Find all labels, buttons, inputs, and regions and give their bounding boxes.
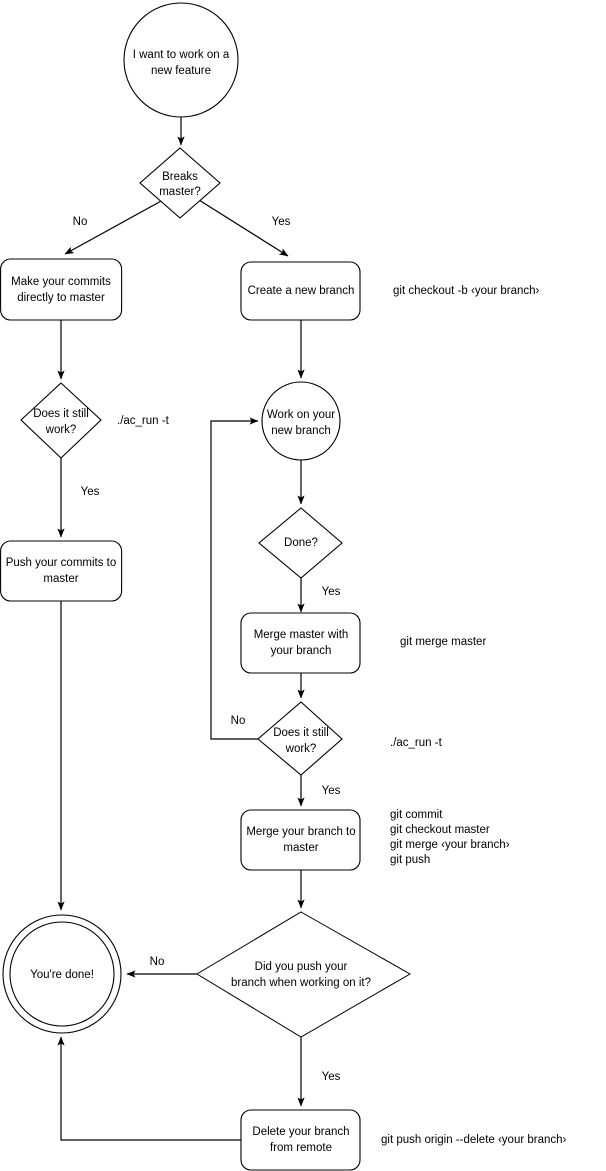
node-did-push[interactable]: Did you push your branch when working on… bbox=[196, 911, 412, 1038]
merge-branch-rect-shape bbox=[240, 809, 361, 871]
node-merge-branch[interactable]: Merge your branch to master bbox=[240, 809, 361, 871]
still-work-right-label-line1: Does it still bbox=[273, 727, 329, 739]
done-label-line1: Done? bbox=[284, 537, 318, 549]
node-end[interactable]: You're done! bbox=[2, 914, 122, 1034]
start-circle-shape bbox=[123, 2, 239, 118]
create-branch-label-line1: Create a new branch bbox=[248, 285, 355, 297]
merge-master-rect-shape bbox=[240, 612, 361, 674]
merge-master-label-line1: Merge master with bbox=[254, 629, 349, 641]
annotation-still-work-left-cmd: ./ac_run -t bbox=[117, 415, 170, 427]
breaks-master-label-line1: Breaks bbox=[162, 171, 198, 183]
push-commits-rect-shape bbox=[0, 540, 123, 602]
start-label-line1: I want to work on a bbox=[133, 49, 230, 61]
edge-label-breaks-no: No bbox=[73, 216, 88, 228]
start-label-line2: new feature bbox=[151, 65, 211, 77]
delete-branch-label-line2: from remote bbox=[270, 1142, 332, 1154]
edge-breaks-master-to-make-commits bbox=[64, 199, 164, 255]
annotation-create-branch-cmd: git checkout -b ‹your branch› bbox=[393, 285, 540, 297]
edge-delete-branch-to-end bbox=[57, 1036, 241, 1141]
annotation-merge-branch-cmd-1: git commit bbox=[390, 809, 443, 821]
annotation-merge-master-cmd: git merge master bbox=[400, 636, 486, 648]
work-branch-label-line2: new branch bbox=[271, 425, 330, 437]
edge-label-still-work-right-yes: Yes bbox=[322, 785, 341, 797]
annotation-delete-branch-cmd: git push origin --delete ‹your branch› bbox=[381, 1134, 567, 1146]
push-commits-label-line2: master bbox=[43, 573, 78, 585]
edge-label-did-push-no: No bbox=[150, 956, 165, 968]
merge-branch-label-line1: Merge your branch to bbox=[246, 826, 355, 838]
edge-label-layer: No Yes Yes Yes No Yes No Yes bbox=[73, 216, 341, 1083]
breaks-master-label-line2: master? bbox=[159, 186, 201, 198]
annotation-merge-branch-cmd-4: git push bbox=[390, 854, 430, 866]
node-start[interactable]: I want to work on a new feature bbox=[123, 2, 239, 118]
node-delete-branch[interactable]: Delete your branch from remote bbox=[240, 1109, 361, 1171]
node-create-branch[interactable]: Create a new branch bbox=[240, 261, 361, 321]
make-commits-rect-shape bbox=[0, 258, 123, 321]
end-inner-circle-shape bbox=[9, 921, 115, 1027]
still-work-right-diamond-shape bbox=[257, 701, 343, 776]
delete-branch-label-line1: Delete your branch bbox=[252, 1126, 349, 1138]
end-label: You're done! bbox=[30, 969, 94, 981]
annotation-merge-branch-cmd-2: git checkout master bbox=[390, 824, 490, 836]
merge-master-label-line2: your branch bbox=[271, 645, 332, 657]
node-push-commits[interactable]: Push your commits to master bbox=[0, 540, 123, 602]
edge-breaks-master-to-create-branch bbox=[198, 199, 289, 257]
node-still-work-right[interactable]: Does it still work? bbox=[257, 701, 343, 776]
still-work-right-label-line2: work? bbox=[285, 743, 317, 755]
node-breaks-master[interactable]: Breaks master? bbox=[139, 147, 221, 219]
node-done[interactable]: Done? bbox=[258, 507, 343, 579]
work-branch-label-line1: Work on your bbox=[267, 409, 335, 421]
edge-label-breaks-yes: Yes bbox=[272, 216, 291, 228]
edge-label-did-push-yes: Yes bbox=[322, 1071, 341, 1083]
still-work-left-diamond-shape bbox=[20, 382, 102, 459]
node-merge-master[interactable]: Merge master with your branch bbox=[240, 612, 361, 674]
annotation-still-work-right-cmd: ./ac_run -t bbox=[390, 737, 443, 749]
edge-label-still-work-left-yes: Yes bbox=[81, 486, 100, 498]
node-work-branch[interactable]: Work on your new branch bbox=[261, 381, 341, 461]
make-commits-label-line2: directly to master bbox=[17, 292, 105, 304]
annotation-layer: git checkout -b ‹your branch› ./ac_run -… bbox=[117, 285, 567, 1146]
delete-branch-rect-shape bbox=[240, 1109, 361, 1171]
node-make-commits[interactable]: Make your commits directly to master bbox=[0, 258, 123, 321]
edge-label-still-work-right-no: No bbox=[231, 715, 246, 727]
create-branch-rect-shape bbox=[240, 261, 361, 321]
annotation-merge-branch-cmd-3: git merge ‹your branch› bbox=[390, 839, 510, 851]
breaks-master-diamond-shape bbox=[139, 147, 221, 219]
make-commits-label-line1: Make your commits bbox=[11, 276, 111, 288]
edge-layer bbox=[57, 117, 305, 1141]
edge-still-work-right-no-loop bbox=[210, 417, 259, 740]
work-branch-circle-shape bbox=[261, 381, 341, 461]
node-still-work-left[interactable]: Does it still work? bbox=[20, 382, 102, 459]
done-diamond-shape bbox=[258, 507, 343, 579]
edge-label-done-yes: Yes bbox=[322, 586, 341, 598]
did-push-diamond-shape bbox=[196, 911, 412, 1038]
merge-branch-label-line2: master bbox=[283, 842, 318, 854]
still-work-left-label-line2: work? bbox=[45, 424, 77, 436]
push-commits-label-line1: Push your commits to bbox=[6, 557, 117, 569]
still-work-left-label-line1: Does it still bbox=[33, 408, 89, 420]
did-push-label-line1: Did you push your bbox=[255, 961, 348, 973]
did-push-label-line2: branch when working on it? bbox=[231, 977, 371, 989]
